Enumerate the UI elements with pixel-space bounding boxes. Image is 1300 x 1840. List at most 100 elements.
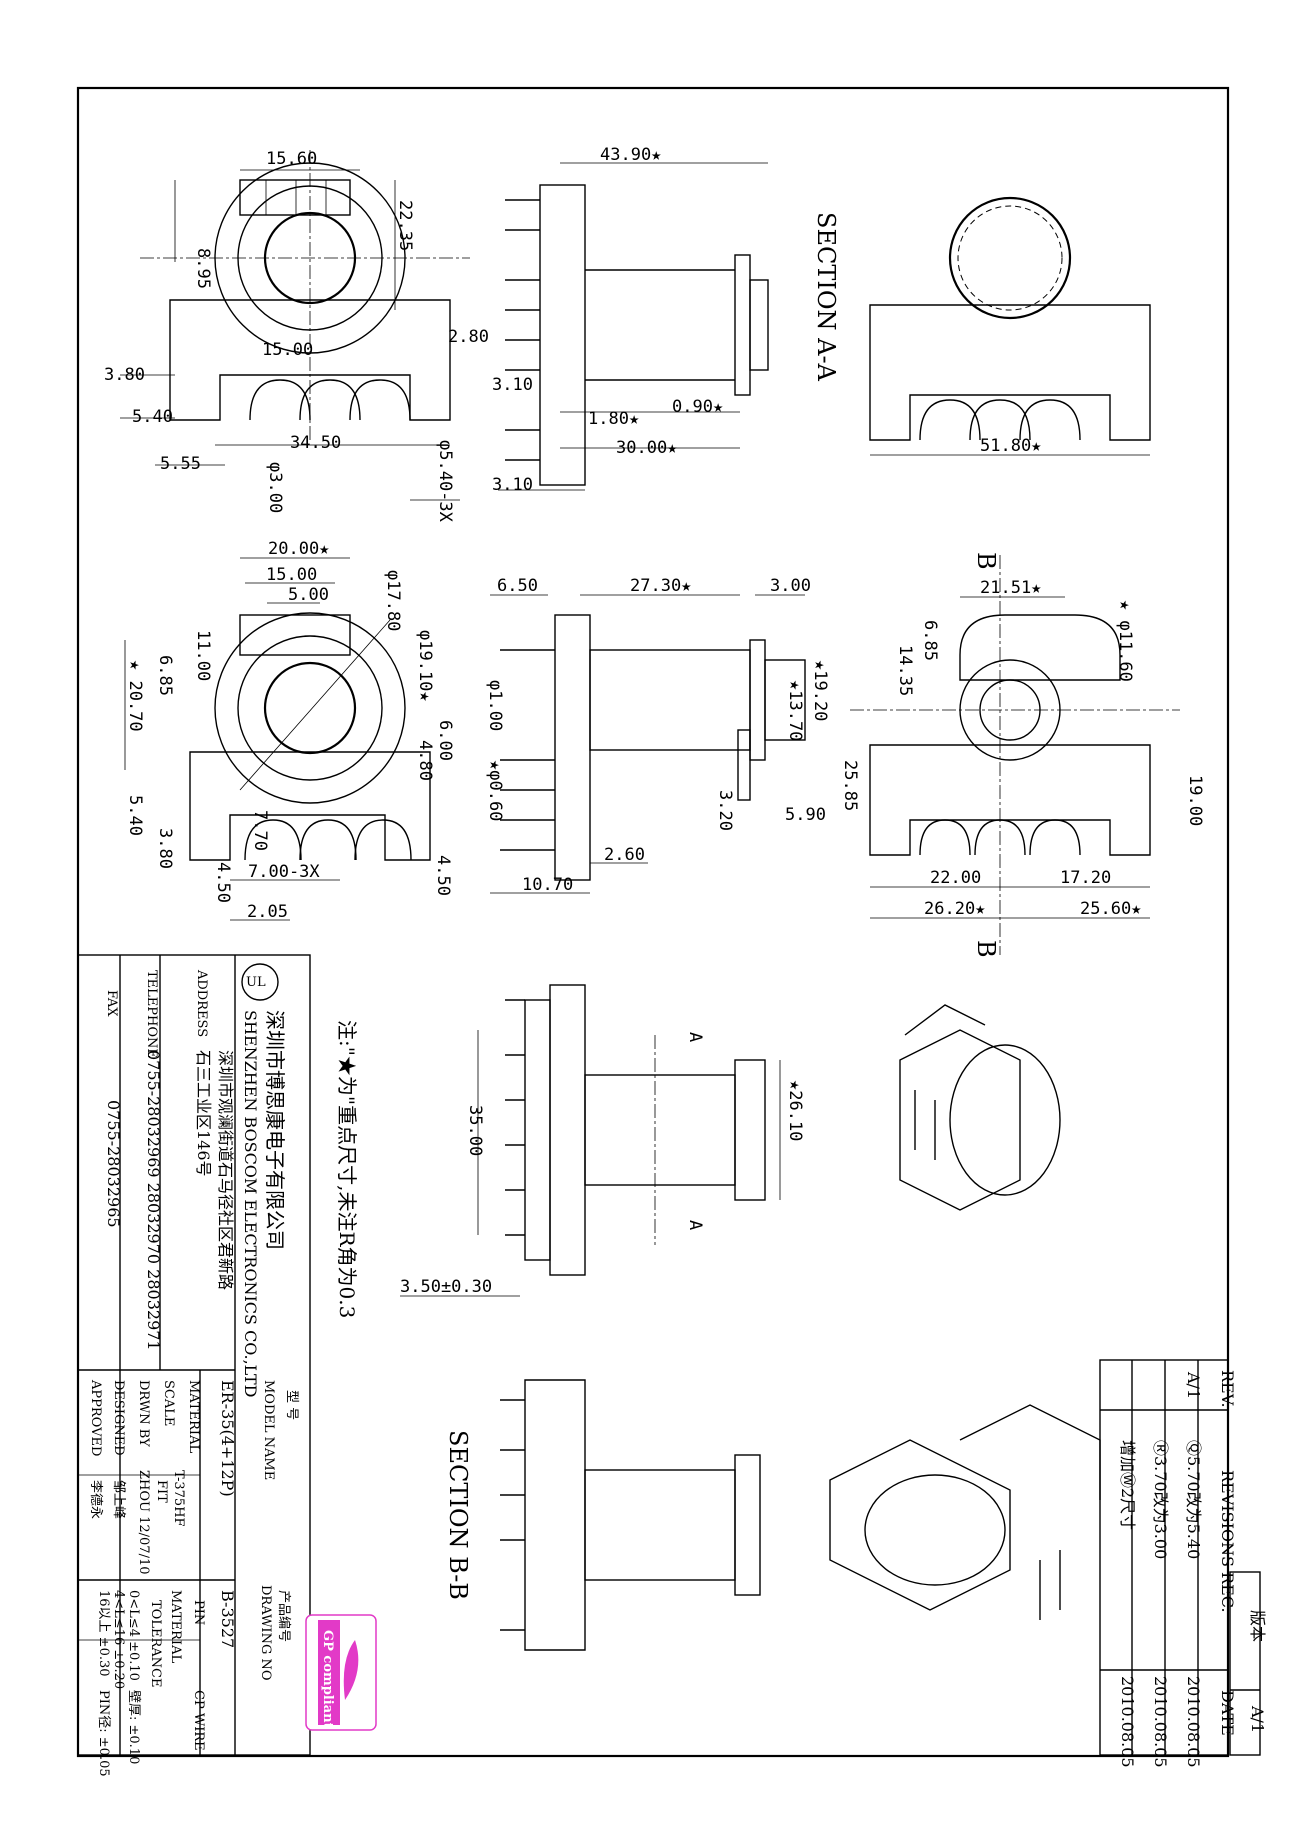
dim-e-6-85: 6.85 xyxy=(920,620,940,661)
rev-row-3-desc: 增加Ⓦ2尺寸 xyxy=(1118,1440,1137,1530)
revision-block: 版本 A/1 REV. REVISIONS REC. DATE A/1 Ⓠ5.7… xyxy=(1099,1359,1267,1768)
section-aa-label: SECTION A-A xyxy=(812,212,840,382)
dim-b-35-00: 35.00 xyxy=(465,1105,485,1156)
dim-s-19-20: ★19.20 xyxy=(810,660,830,721)
rev-header-label: REV. xyxy=(1218,1370,1237,1408)
section-mark-a-top: A xyxy=(685,1032,705,1042)
pin-material-label: MATERIAL xyxy=(168,1590,183,1663)
drawn-by-label: DRWN BY xyxy=(136,1380,151,1447)
dim-s-27-30: 27.30★ xyxy=(630,576,691,596)
dim-m-11-00: 11.00 xyxy=(193,630,213,681)
dim-m-6-00: 6.00 xyxy=(435,720,455,761)
dim-r-22-35: 22.35 xyxy=(395,200,415,251)
address-line2: 石三工业区146号 xyxy=(194,1050,213,1177)
model-value: ER-35(4+12P) xyxy=(218,1380,237,1497)
dim-r-2-80: 2.80 xyxy=(448,327,489,347)
dim-r-3-10a: 3.10 xyxy=(492,375,533,395)
dim-e-14-35: 14.35 xyxy=(895,645,915,696)
section-mark-b-top: B xyxy=(972,552,1000,570)
dim-m-20-00: 20.00★ xyxy=(268,539,329,559)
fax-value: 0755-28032965 xyxy=(104,1100,123,1228)
rev-row-1-rev: A/1 xyxy=(1184,1371,1203,1399)
drawing-no-value: B-3527 xyxy=(218,1590,237,1648)
dim-m-4-80: 4.80 xyxy=(415,740,435,781)
rev-row-2-desc: Ⓡ3.70改为3.00 xyxy=(1151,1440,1170,1559)
lower-center-view: A A 35.00 ★26.10 3.50±0.30 xyxy=(400,984,805,1297)
dim-r-51-80: 51.80★ xyxy=(980,436,1041,456)
company-name-en: SHENZHEN BOSCOM ELECTRONICS CO.,LTD xyxy=(241,1010,260,1397)
dim-e-25-60: 25.60★ xyxy=(1080,899,1141,919)
dim-m-4-50b: 4.50 xyxy=(433,855,453,896)
dim-e-17-20: 17.20 xyxy=(1060,868,1111,888)
rev-row-1-desc: Ⓠ5.70改为5.40 xyxy=(1184,1440,1203,1559)
rev-row-2-date: 2010.08.05 xyxy=(1151,1676,1170,1768)
tolerance-label: TOLERANCE xyxy=(148,1600,163,1687)
top-center-view: 43.90★ 3.10 1.80★ 0.90★ 30.00★ 3.10 xyxy=(492,145,769,495)
section-mark-b-bottom: B xyxy=(972,940,1000,958)
section-mark-a-bottom: A xyxy=(685,1220,705,1230)
dim-m-6-85: 6.85 xyxy=(155,655,175,696)
address-line1: 深圳市观澜街道石马径社区君新路 xyxy=(216,1050,235,1290)
dim-r-43-90: 43.90★ xyxy=(600,145,661,165)
dim-m-20-70: ★ 20.70 xyxy=(125,660,145,732)
drawn-by-value: ZHOU 12/07/10 xyxy=(136,1470,151,1575)
sheet-border xyxy=(76,86,1230,1758)
tolerance-4: 壁厚: ±0.10 xyxy=(126,1690,141,1764)
dim-r-34-50: 34.50 xyxy=(290,433,341,453)
dim-r-15-00: 15.00 xyxy=(262,340,313,360)
tolerance-3: 16以上 ±0.30 xyxy=(96,1590,111,1677)
dim-r-30-00: 30.00★ xyxy=(616,438,677,458)
pin-material-value: CP WIRE xyxy=(191,1690,206,1751)
dim-e-21-51: 21.51★ xyxy=(980,578,1041,598)
dim-m-5-00: 5.00 xyxy=(288,585,329,605)
isometric-view-2 xyxy=(829,1404,1101,1620)
drawing-note: 注:"★为"重点尺寸,未注R角为0.3 xyxy=(335,1020,359,1318)
tolerance-5: PIN径: ±0.05 xyxy=(96,1690,111,1777)
dim-r-3-80: 3.80 xyxy=(104,365,145,385)
fax-label: FAX xyxy=(104,990,119,1017)
material-value: T-375HF xyxy=(171,1470,186,1527)
dim-s-5-90: 5.90 xyxy=(785,805,826,825)
dim-m-7-00-3x: 7.00-3X xyxy=(248,862,320,882)
dim-r-5-40: 5.40 xyxy=(132,407,173,427)
dim-s-d1-00: φ1.00 xyxy=(485,680,505,731)
dim-m-5-40: 5.40 xyxy=(125,795,145,836)
designed-label: DESIGNED xyxy=(111,1380,126,1456)
dim-r-0-90: 0.90★ xyxy=(672,397,723,417)
dim-e-d11-60: ★ φ11.60 xyxy=(1115,600,1135,682)
drawing-no-label-cn: 产品编号 xyxy=(276,1590,291,1642)
dim-s-d0-60: ★φ0.60 xyxy=(485,760,505,821)
gp-logo-text: GP compliant xyxy=(320,1630,335,1729)
dim-r-d5-40-3x: φ5.40-3X xyxy=(435,440,455,523)
address-label: ADDRESS xyxy=(194,969,209,1037)
dim-r-8-95: 8.95 xyxy=(193,248,213,289)
section-bb-view: SECTION B-B xyxy=(444,1379,761,1651)
dim-m-2-05: 2.05 xyxy=(247,902,288,922)
model-label: MODEL NAME xyxy=(261,1380,276,1480)
isometric-view-1 xyxy=(899,1004,1061,1211)
middle-right-view: B B 21.51★ ★ φ11.60 6.85 14.35 25.85 19.… xyxy=(840,552,1205,958)
scale-value: FIT xyxy=(154,1480,169,1503)
pin-label: PIN xyxy=(191,1600,206,1625)
dim-r-d3-00: φ3.00 xyxy=(265,462,285,513)
telephone-label: TELEPHONE xyxy=(144,970,159,1058)
dim-m-15-00: 15.00 xyxy=(266,565,317,585)
tolerance-2: 4<L≤16 ±0.20 xyxy=(111,1590,126,1689)
section-aa-view: SECTION A-A 51.80★ xyxy=(812,196,1151,456)
model-label-cn: 型 号 xyxy=(284,1390,299,1420)
company-name-cn: 深圳市博思康电子有限公司 xyxy=(263,1010,287,1250)
dim-m-3-80: 3.80 xyxy=(155,828,175,869)
dim-m-7-70: 7.70 xyxy=(250,810,270,851)
dim-r-1-80: 1.80★ xyxy=(588,409,639,429)
title-block: UL 深圳市博思康电子有限公司 SHENZHEN BOSCOM ELECTRON… xyxy=(77,954,311,1777)
rev-row-1-date: 2010.08.05 xyxy=(1184,1676,1203,1768)
drawing-no-label: DRAWING NO xyxy=(258,1585,273,1681)
dim-m-4-50a: 4.50 xyxy=(213,862,233,903)
dim-s-13-70: ★13.70 xyxy=(785,680,805,741)
gp-compliant-logo: GP compliant xyxy=(305,1614,377,1731)
dim-e-25-85: 25.85 xyxy=(840,760,860,811)
cert-logo: UL xyxy=(246,975,266,990)
dim-b-3-50: 3.50±0.30 xyxy=(400,1277,492,1297)
rev-header-desc: REVISIONS REC. xyxy=(1218,1470,1237,1613)
